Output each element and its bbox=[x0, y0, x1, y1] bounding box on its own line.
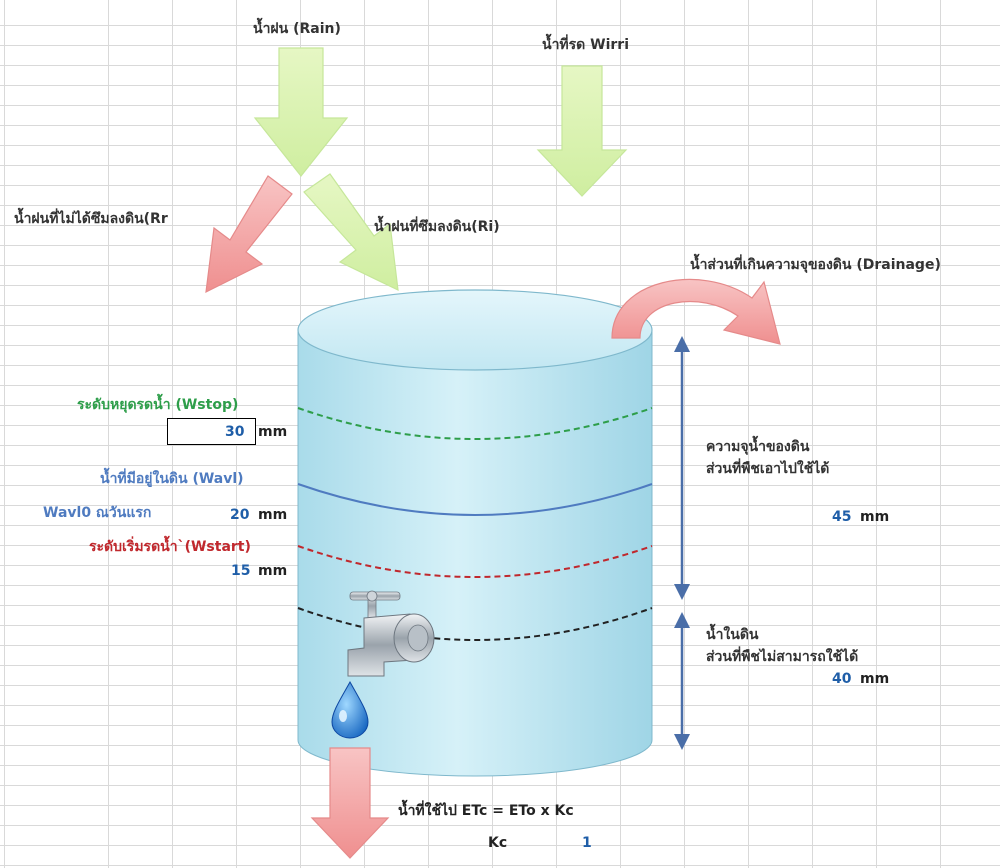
etc-arrow bbox=[310, 747, 390, 859]
wavl0-label: Wavl0 ณวันแรก bbox=[43, 505, 152, 521]
wstop-value: 30 bbox=[225, 424, 245, 440]
etc-formula: น้ำที่ใช้ไป ETc = ETo x Kc bbox=[398, 803, 574, 819]
faucet-icon bbox=[347, 590, 435, 677]
unavailable-water-value: 40 bbox=[832, 671, 852, 687]
rain-arrow bbox=[253, 47, 349, 177]
drainage-label: น้ำส่วนที่เกินความจุของดิน (Drainage) bbox=[690, 257, 941, 273]
runoff-arrow bbox=[205, 175, 293, 294]
available-water-value: 45 bbox=[832, 509, 852, 525]
wavl0-value: 20 bbox=[230, 507, 250, 523]
unavailable-water-range-arrow bbox=[674, 612, 690, 750]
drainage-arrow bbox=[611, 278, 781, 345]
kc-label: Kc bbox=[488, 835, 508, 851]
irrigation-label: น้ำที่รด Wirri bbox=[542, 37, 629, 53]
wavl0-unit: mm bbox=[258, 507, 288, 523]
wstop-unit: mm bbox=[258, 424, 288, 440]
wstart-unit: mm bbox=[258, 563, 288, 579]
infiltration-arrow bbox=[303, 173, 399, 292]
wilting-level-line bbox=[297, 607, 653, 641]
unavailable-water-unit: mm bbox=[860, 671, 890, 687]
wstop-input-cell[interactable] bbox=[167, 418, 256, 445]
wstart-label: ระดับเริ่มรดน้ำ`(Wstart) bbox=[89, 539, 251, 555]
wstart-value: 15 bbox=[231, 563, 251, 579]
wavl-level-line bbox=[297, 483, 653, 516]
wstop-level-line bbox=[297, 407, 653, 440]
available-water-label-1: ความจุน้ำของดิน bbox=[706, 439, 810, 455]
irrigation-arrow bbox=[536, 65, 628, 197]
available-water-label-2: ส่วนที่พืชเอาไปใช้ได้ bbox=[706, 461, 830, 477]
wavl-label: น้ำที่มีอยู่ในดิน (Wavl) bbox=[100, 471, 244, 487]
runoff-label: น้ำฝนที่ไม่ได้ซึมลงดิน(Rr bbox=[14, 211, 168, 227]
wstart-level-line bbox=[297, 545, 653, 578]
rain-label: น้ำฝน (Rain) bbox=[253, 21, 341, 37]
wstop-label: ระดับหยุดรดน้ำ (Wstop) bbox=[77, 397, 239, 413]
unavailable-water-label-2: ส่วนที่พืชไม่สามารถใช้ได้ bbox=[706, 649, 859, 665]
unavailable-water-label-1: น้ำในดิน bbox=[706, 627, 759, 643]
kc-value: 1 bbox=[582, 835, 592, 851]
infiltration-label: น้ำฝนที่ซึมลงดิน(Ri) bbox=[374, 219, 500, 235]
water-drop-icon bbox=[331, 680, 369, 739]
soil-tank bbox=[297, 289, 653, 777]
available-water-range-arrow bbox=[674, 336, 690, 600]
available-water-unit: mm bbox=[860, 509, 890, 525]
